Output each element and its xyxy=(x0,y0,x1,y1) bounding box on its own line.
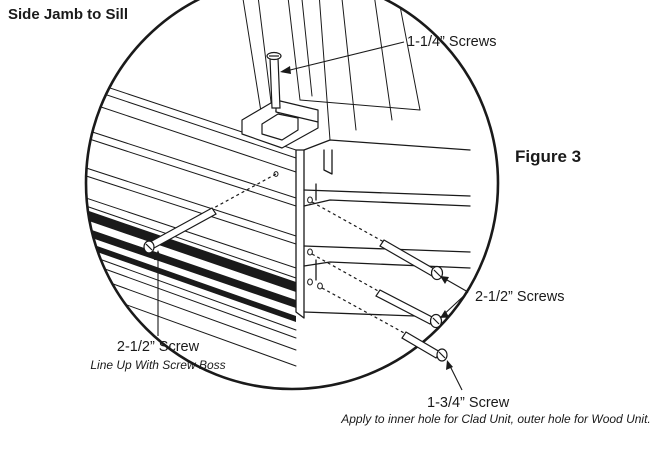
right-screw-upper xyxy=(311,201,444,281)
callout-bottom-screw: 1-3/4” Screw xyxy=(427,395,510,411)
magnifier-circle xyxy=(84,0,500,391)
screw-holes xyxy=(273,171,323,290)
callout-right-screws: 2-1/2” Screws xyxy=(475,289,565,305)
diagram-title: Side Jamb to Sill xyxy=(7,6,129,23)
weatherstrip-bands xyxy=(86,208,296,322)
side-jamb xyxy=(239,0,421,141)
bottom-screw xyxy=(321,287,448,362)
right-screw-lower xyxy=(311,253,443,329)
callout-bottom-screw-note: Apply to inner hole for Clad Unit, outer… xyxy=(341,412,651,426)
left-screw xyxy=(143,173,277,254)
magnified-detail xyxy=(86,0,471,367)
callout-left-screw-note: Line Up With Screw Boss xyxy=(90,358,226,372)
callout-top-screws: 1-1/4” Screws xyxy=(407,34,497,50)
callout-left-screw: 2-1/2” Screw xyxy=(116,339,200,355)
arrow-heads xyxy=(154,66,453,370)
top-screw xyxy=(266,51,282,113)
figure-label: Figure 3 xyxy=(515,147,582,166)
